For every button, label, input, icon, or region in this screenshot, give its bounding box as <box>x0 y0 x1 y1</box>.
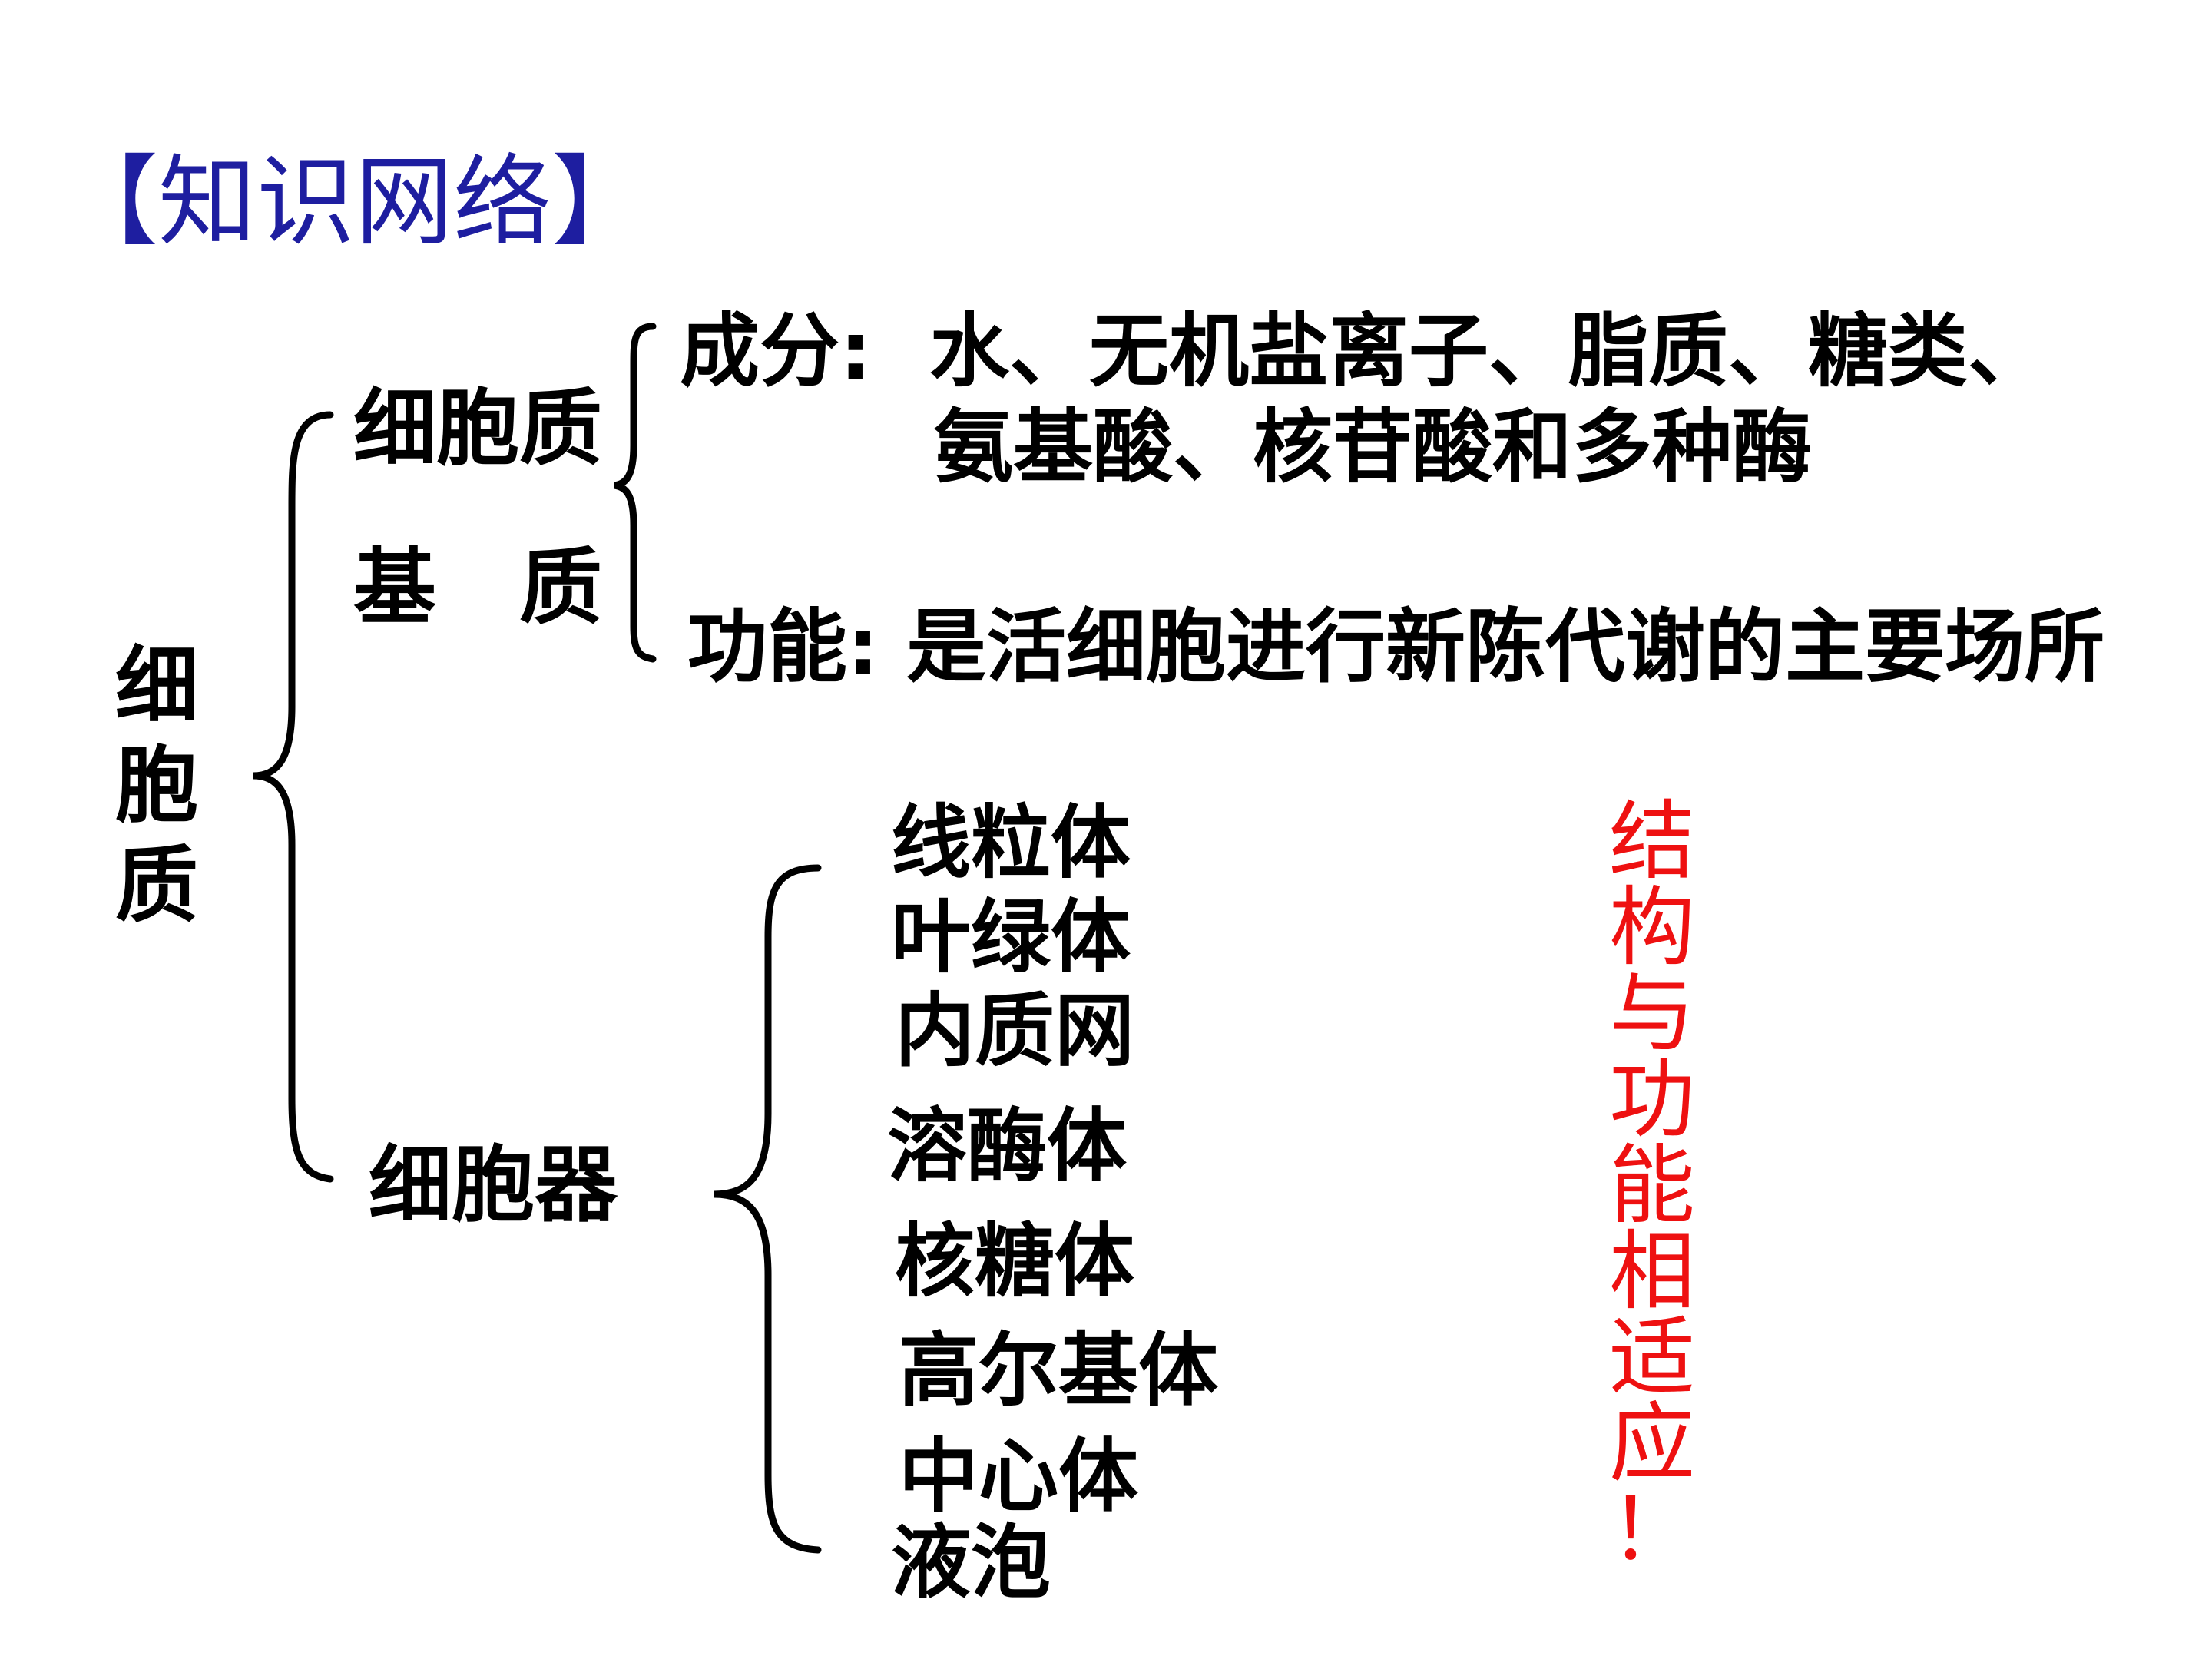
composition-line2: 氨基酸、核苷酸和多种酶 <box>933 400 1813 494</box>
note-char: 应 <box>1609 1394 1695 1494</box>
note-char: 结 <box>1609 792 1695 892</box>
note-char: 相 <box>1609 1222 1695 1322</box>
root-char: 胞 <box>115 738 199 834</box>
matrix-label-line2: 基 质 <box>353 540 603 636</box>
organelles-brace <box>714 864 822 1554</box>
organelle-item: 线粒体 <box>891 796 1131 889</box>
function-text: 是活细胞进行新陈代谢的主要场所 <box>906 600 2105 694</box>
note-char: 构 <box>1609 878 1695 978</box>
root-label-cytoplasm: 细 胞 质 <box>115 645 198 945</box>
organelle-item: 高尔基体 <box>899 1323 1219 1417</box>
organelle-item: 叶绿体 <box>891 890 1131 984</box>
composition-label: 成分: <box>680 304 872 398</box>
note-char: 与 <box>1609 964 1695 1064</box>
organelle-item: 中心体 <box>899 1429 1139 1523</box>
composition-line1: 水、无机盐离子、脂质、糖类、 <box>929 304 2048 398</box>
root-char: 细 <box>115 638 199 734</box>
organelle-item: 内质网 <box>895 984 1135 1078</box>
note-char: 能 <box>1609 1136 1695 1236</box>
note-char: 适 <box>1609 1308 1695 1408</box>
note-char: 功 <box>1609 1050 1695 1150</box>
structure-function-note: 结 构 与 功 能 相 适 应 ！ <box>1609 799 1695 1573</box>
organelle-item: 液泡 <box>891 1515 1051 1609</box>
matrix-brace <box>614 323 657 663</box>
note-char: ！ <box>1609 1480 1695 1580</box>
organelles-label: 细胞器 <box>369 1137 618 1233</box>
matrix-label-line1: 细胞质 <box>353 381 603 477</box>
organelle-item: 核糖体 <box>895 1214 1135 1308</box>
root-char: 质 <box>115 838 199 934</box>
function-label: 功能: <box>687 600 879 694</box>
organelle-item: 溶酶体 <box>887 1099 1128 1193</box>
page-title: 【知识网络】 <box>60 145 651 260</box>
root-brace <box>253 411 334 1183</box>
